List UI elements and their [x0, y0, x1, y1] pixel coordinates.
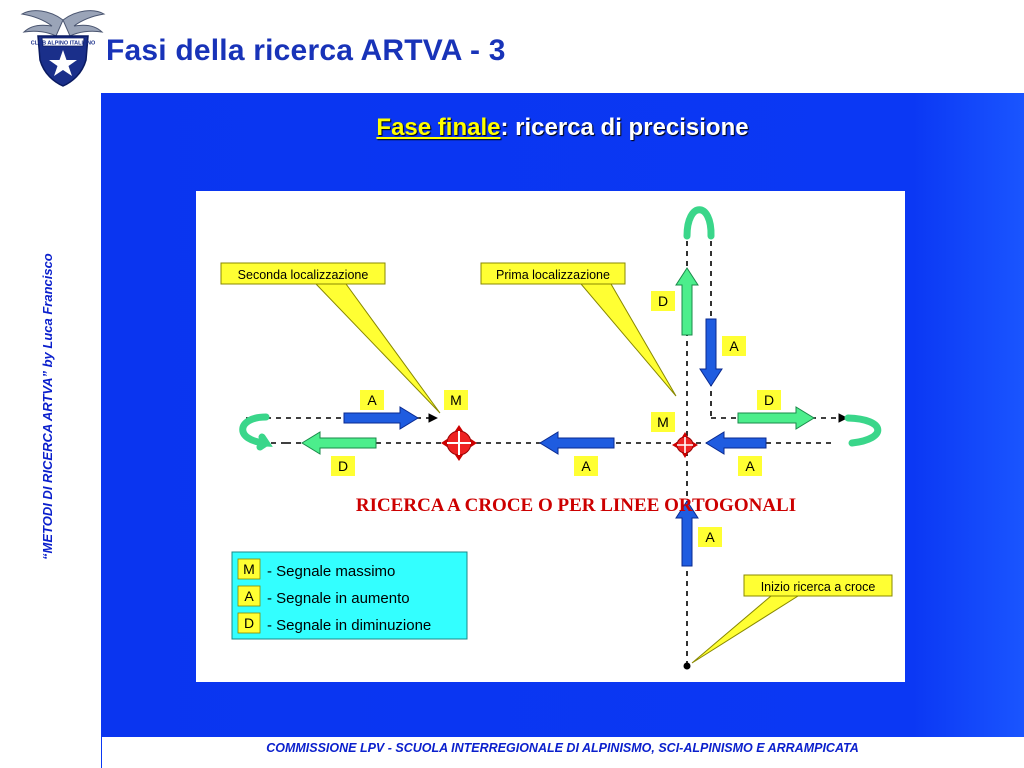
- legend: M - Segnale massimo A - Segnale in aumen…: [231, 551, 468, 640]
- chip-m-right: [651, 412, 675, 432]
- chip-d-lower-left: [331, 456, 355, 476]
- side-caption: “METODI DI RICERCA ARTVA” by Luca Franci…: [40, 253, 55, 560]
- legend-text-d: - Segnale in diminuzione: [267, 617, 431, 634]
- legend-text-m: - Segnale massimo: [267, 563, 395, 580]
- chip-m-left-text: M: [450, 392, 462, 408]
- chip-a-upper-left: [360, 390, 384, 410]
- chip-a-right-vertical-text: A: [729, 338, 739, 354]
- footer-text: COMMISSIONE LPV - SCUOLA INTERREGIONALE …: [266, 741, 859, 755]
- return-loop-right: [844, 414, 882, 447]
- chip-a-lower-mid: [574, 456, 598, 476]
- callout-first-localization: Prima localizzazione: [480, 262, 677, 397]
- footer-strip: [101, 737, 1024, 768]
- chip-d-upper-right: [757, 390, 781, 410]
- chip-a-lower-right-text: A: [745, 458, 755, 474]
- legend-code-m: M: [243, 561, 255, 577]
- diagram-box: A M D A M A D D A A Seconda localizzazio…: [196, 191, 905, 682]
- arrow-a-right-down: [699, 318, 723, 387]
- arrow-d-upper-right: [737, 406, 815, 430]
- arrow-a-lower-right: [705, 431, 767, 455]
- callout-first-localization-text: Prima localizzazione: [496, 268, 610, 282]
- arrow-d-top-up: [675, 267, 699, 336]
- chip-d-lower-left-text: D: [338, 458, 348, 474]
- cross-marker-left: [441, 425, 477, 461]
- arrow-a-lower-mid: [539, 431, 615, 455]
- chip-d-upper-right-text: D: [764, 392, 774, 408]
- callout-second-localization-text: Seconda localizzazione: [238, 268, 369, 282]
- heading-rest: : ricerca di precisione: [500, 114, 749, 141]
- chip-m-right-text: M: [657, 414, 669, 430]
- chip-m-left: [444, 390, 468, 410]
- arrow-d-lower-left: [301, 431, 377, 455]
- chip-a-bottom-text: A: [705, 529, 715, 545]
- panel-heading: Fase finale: ricerca di precisione: [101, 114, 1024, 142]
- return-loop-left: [239, 413, 273, 451]
- legend-text-a: - Segnale in aumento: [267, 590, 410, 607]
- cai-logo: CLUB ALPINO ITALIANO: [20, 10, 106, 87]
- arrow-a-bottom-up: [675, 500, 699, 567]
- chip-a-bottom: [698, 527, 722, 547]
- chip-a-upper-left-text: A: [367, 392, 377, 408]
- chip-a-right-vertical: [722, 336, 746, 356]
- start-point: [683, 662, 691, 670]
- slide-title: Fasi della ricerca ARTVA - 3: [106, 34, 506, 67]
- heading-emphasis: Fase finale: [376, 114, 501, 141]
- cross-marker-right: [672, 432, 698, 458]
- return-loop-top: [683, 206, 715, 240]
- method-title: RICERCA A CROCE O PER LINEE ORTOGONALI: [356, 495, 796, 516]
- legend-code-a: A: [244, 588, 254, 604]
- legend-code-d: D: [244, 615, 254, 631]
- svg-text:CLUB ALPINO ITALIANO: CLUB ALPINO ITALIANO: [31, 41, 96, 47]
- arrow-a-upper-left: [343, 406, 419, 430]
- chip-d-top: [651, 291, 675, 311]
- chip-a-lower-mid-text: A: [581, 458, 591, 474]
- callout-second-localization: Seconda localizzazione: [220, 262, 441, 414]
- callout-start-cross-search-text: Inizio ricerca a croce: [761, 580, 876, 594]
- callout-start-cross-search: Inizio ricerca a croce: [691, 574, 893, 664]
- chip-a-lower-right: [738, 456, 762, 476]
- search-diagram: A M D A M A D D A A Seconda localizzazio…: [220, 206, 893, 670]
- chip-d-top-text: D: [658, 293, 668, 309]
